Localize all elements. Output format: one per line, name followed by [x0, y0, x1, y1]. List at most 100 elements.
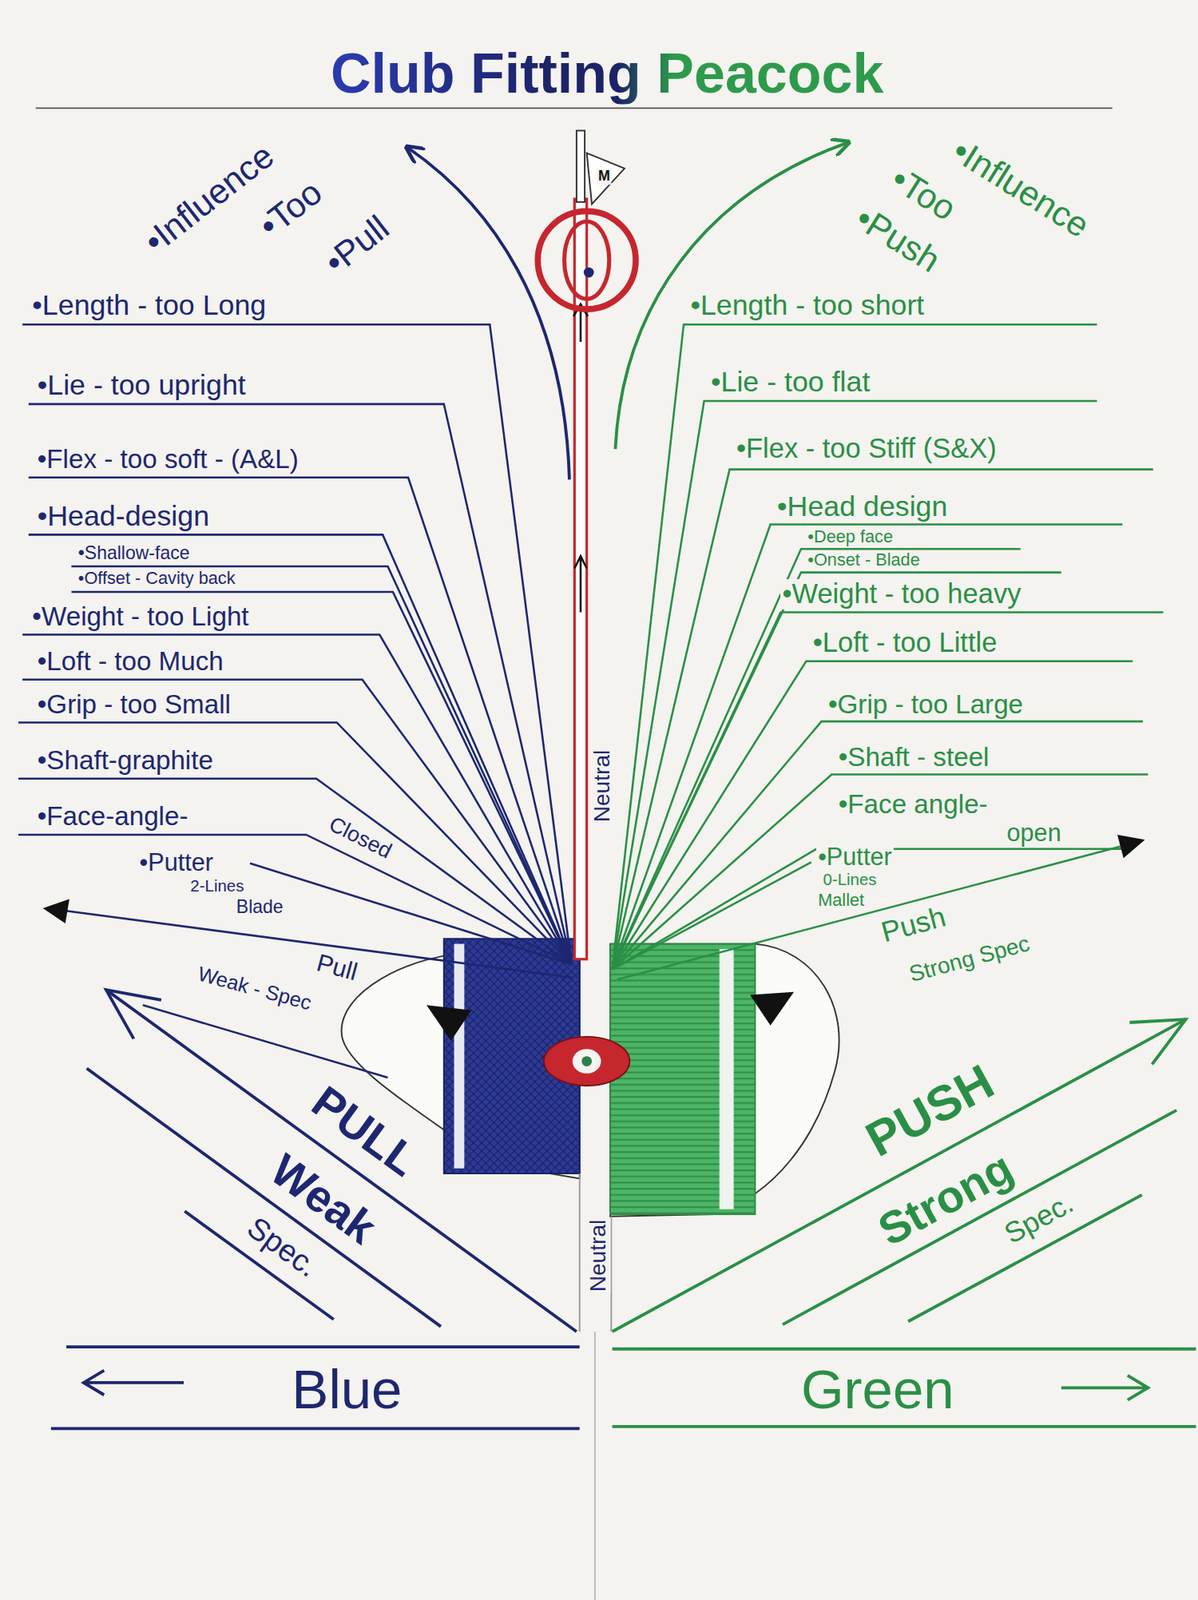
club-head-outline	[610, 944, 840, 1217]
direction-label: Weak - Spec	[194, 961, 316, 1015]
club-face-green	[719, 948, 734, 1210]
hosel-mark	[572, 1048, 602, 1074]
blue-influence-lines	[22, 324, 572, 964]
blue-influence-lines	[18, 721, 572, 964]
green-influence-lines	[612, 469, 1154, 970]
fitting-spec: •Head-design	[35, 500, 211, 532]
grip-ring	[537, 210, 636, 310]
grip-flag	[576, 130, 585, 203]
influence-heading: •Influence	[135, 135, 282, 262]
fitting-sub-spec: 0-Lines	[821, 870, 879, 889]
fitting-spec: •Length - too short	[688, 290, 926, 322]
push-small-arrow	[617, 834, 1146, 980]
fitting-spec: •Shaft-graphite	[35, 745, 215, 776]
side-colour-label: Blue	[289, 1359, 404, 1421]
fitting-spec: •Length - too Long	[30, 290, 268, 322]
fitting-spec: •Lie - too upright	[35, 369, 248, 401]
push-big-arrow	[612, 1019, 1187, 1332]
fitting-spec: •Weight - too heavy	[780, 579, 1023, 610]
fitting-sub-spec: Mallet	[816, 890, 866, 910]
fitting-sub-spec: •Offset - Cavity back	[76, 568, 238, 588]
fitting-sub-spec: •Shallow-face	[76, 543, 192, 564]
green-influence-lines	[612, 611, 1164, 969]
influence-heading: •Influence	[944, 130, 1097, 246]
fitting-spec: •Grip - too Small	[35, 689, 233, 719]
fitting-spec: •Putter	[816, 843, 894, 871]
green-influence-lines	[612, 721, 1143, 969]
shaft	[574, 555, 587, 612]
fitting-spec: •Shaft - steel	[837, 742, 992, 773]
green-side-bar	[612, 1348, 1197, 1427]
push-small-arrow	[1117, 834, 1145, 858]
fitting-spec: •Weight - too Light	[30, 601, 250, 631]
fitting-spec: •Putter	[137, 848, 215, 877]
fitting-spec: •Lie - too flat	[709, 366, 872, 398]
head-triangle	[426, 991, 794, 1041]
pull-big-arrow	[87, 1067, 441, 1326]
push-big-arrow	[612, 1019, 1187, 1332]
grip-flag	[576, 130, 625, 205]
neutral-guide	[579, 1173, 612, 1332]
fitting-spec: •Face-angle-	[35, 801, 191, 832]
side-colour-label: Green	[799, 1359, 957, 1421]
fitting-spec: open	[1005, 819, 1064, 847]
blue-side-bar	[66, 1344, 580, 1349]
push-big-arrow	[782, 1110, 1177, 1325]
green-influence-lines	[612, 324, 1164, 969]
influence-heading: •Too	[250, 172, 331, 247]
green-influence-lines	[612, 861, 812, 969]
blue-side-bar	[51, 1426, 580, 1430]
diagram-title: Club Fitting Peacock	[330, 42, 884, 104]
neutral-guide	[579, 1173, 612, 1600]
grip-flag	[587, 153, 625, 205]
hosel-mark	[543, 1036, 630, 1086]
neutral-label: Neutral	[589, 748, 615, 825]
pull-big-arrow	[106, 989, 162, 1039]
blue-influence-lines	[18, 834, 572, 964]
pull-small-arrow	[43, 898, 572, 1078]
club-face-green	[610, 944, 755, 1215]
hosel-mark	[581, 1055, 592, 1067]
club-face-blue	[454, 944, 465, 1169]
pull-big-arrow	[106, 989, 577, 1332]
fitting-sub-spec: 2-Lines	[188, 876, 246, 895]
green-side-bar	[612, 1347, 1197, 1351]
fitting-spec: •Loft - too Little	[811, 627, 1000, 659]
direction-label: Strong Spec	[904, 931, 1034, 988]
influence-heading: •Pull	[316, 207, 398, 283]
fitting-sub-spec: •Deep face	[805, 527, 895, 547]
blue-side-bar	[51, 1346, 580, 1429]
fitting-sub-spec: Blade	[234, 896, 286, 917]
green-influence-lines	[612, 661, 1134, 970]
blue-influence-lines	[18, 324, 572, 964]
hosel-mark	[543, 1036, 630, 1086]
club-head-outline	[341, 944, 840, 1217]
fitting-spec: •Flex - too Stiff (S&X)	[734, 433, 999, 465]
fitting-spec: •Grip - too Large	[826, 689, 1025, 719]
green-side-bar	[612, 1424, 1197, 1429]
push-big-arrow	[1129, 1019, 1186, 1064]
shaft	[573, 198, 588, 960]
grip-letter: M	[596, 168, 612, 185]
pull-small-arrow	[43, 898, 70, 924]
fitting-spec: Closed	[323, 811, 397, 865]
fitting-sub-spec: •Onset - Blade	[805, 550, 921, 570]
blue-influence-lines	[28, 477, 572, 964]
fitting-spec: •Face angle-	[837, 789, 990, 820]
blue-side-bar	[83, 1370, 184, 1396]
pull-big-arrow	[87, 989, 577, 1332]
neutral-guide	[594, 1331, 596, 1600]
blue-influence-lines	[22, 634, 572, 965]
green-side-bar	[1061, 1375, 1149, 1401]
grip-ring	[537, 210, 636, 310]
head-triangle	[749, 991, 794, 1026]
grip-ring	[564, 221, 610, 299]
fitting-spec: •Flex - too soft - (A&L)	[35, 444, 301, 475]
fitting-spec: •Head design	[775, 491, 949, 523]
club-face-green	[610, 944, 755, 1215]
blue-influence-lines	[249, 863, 572, 964]
direction-label: Pull	[312, 948, 362, 987]
direction-label: Push	[876, 900, 951, 949]
